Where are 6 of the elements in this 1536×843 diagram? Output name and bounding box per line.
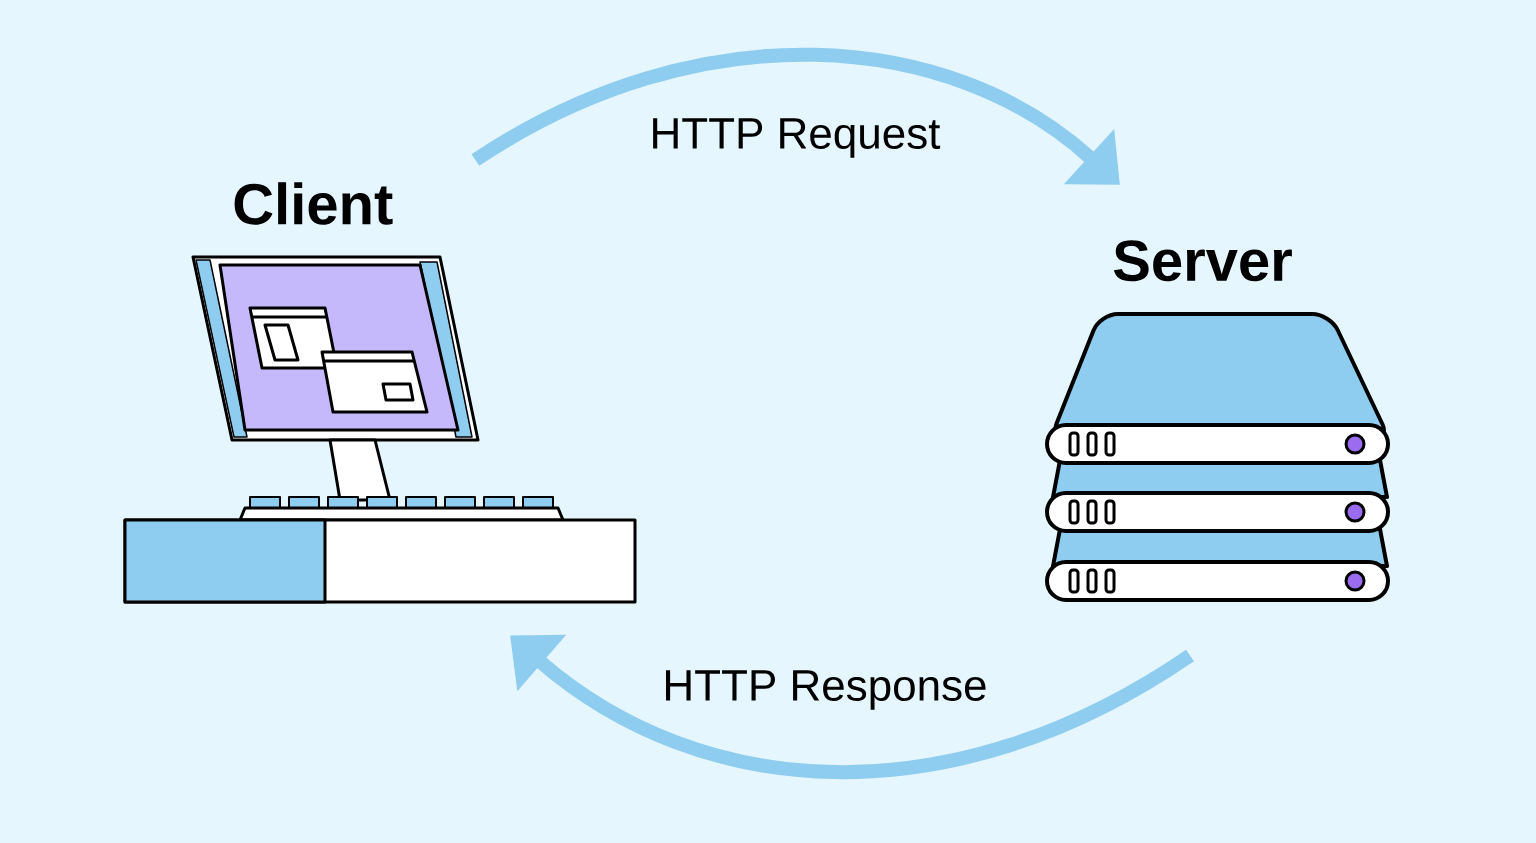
edge-label: HTTP Response (659, 667, 991, 713)
arrow (471, 47, 1120, 185)
heading: Server (1113, 240, 1292, 282)
edge-label: HTTP Request (646, 115, 944, 161)
arrow (510, 634, 1194, 779)
heading: Client (234, 182, 393, 225)
